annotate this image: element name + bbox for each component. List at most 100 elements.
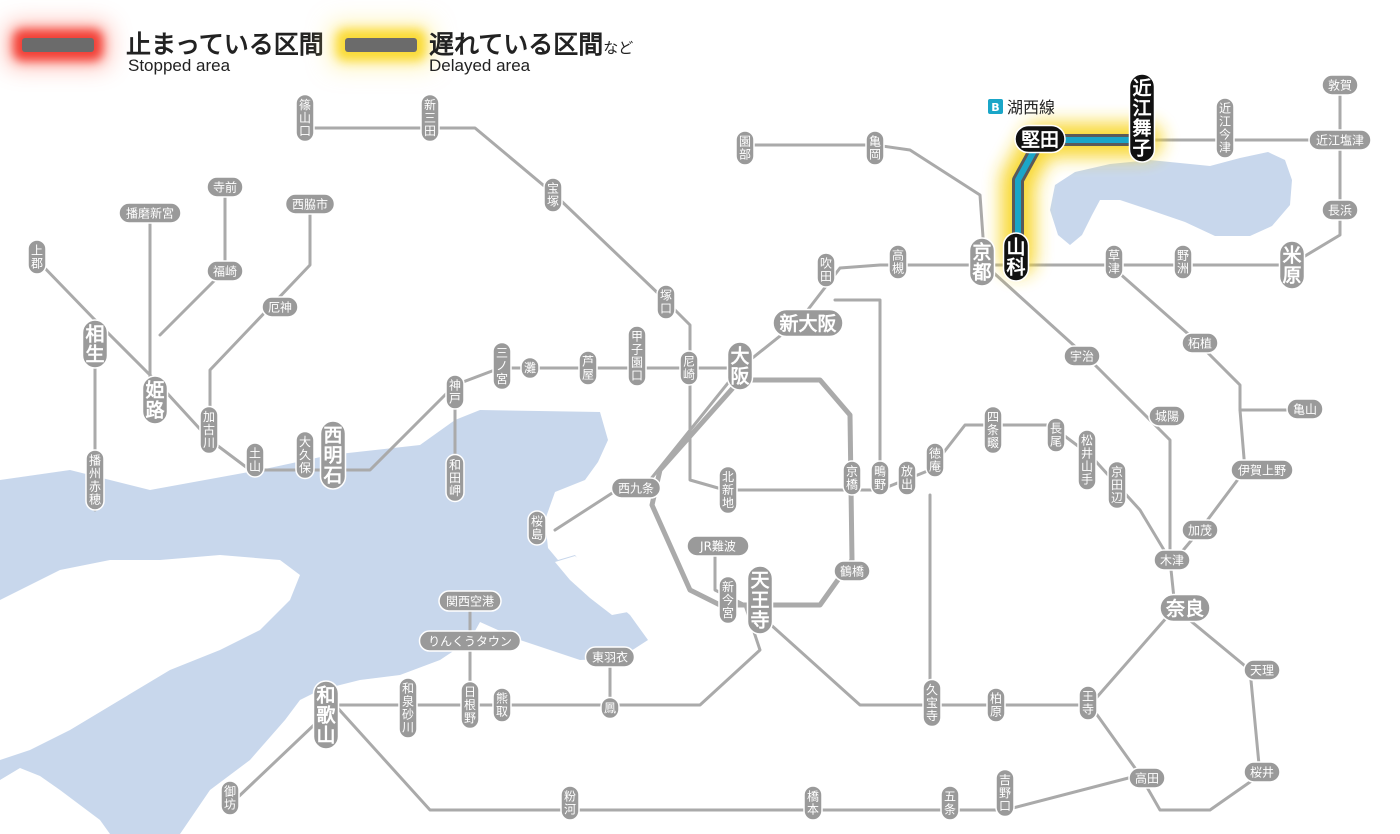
station-name: 鳳 xyxy=(604,701,616,715)
station-kashiwara[interactable]: 柏原 xyxy=(986,687,1006,723)
station-nishikujo[interactable]: 西九条 xyxy=(610,477,662,499)
station-kumatori[interactable]: 熊取 xyxy=(492,687,512,723)
station-osaka[interactable]: 大阪 xyxy=(726,341,754,391)
station-sakurai[interactable]: 桜井 xyxy=(1243,761,1281,783)
station-takada[interactable]: 高田 xyxy=(1128,767,1166,789)
station-fukusaki[interactable]: 福崎 xyxy=(206,260,244,282)
station-wakayama[interactable]: 和歌山 xyxy=(312,680,340,750)
station-tsukaguchi[interactable]: 塚口 xyxy=(656,284,676,320)
station-pill xyxy=(718,575,738,625)
station-iga[interactable]: 伊賀上野 xyxy=(1230,459,1294,481)
station-kyotanabe[interactable]: 京田辺 xyxy=(1107,460,1127,510)
station-shinsanda[interactable]: 新三田 xyxy=(420,93,440,143)
station-yasu[interactable]: 野洲 xyxy=(1173,244,1193,280)
station-omiimazu[interactable]: 近江今津 xyxy=(1215,97,1235,159)
station-tennoji[interactable]: 天王寺 xyxy=(746,565,774,635)
station-himeji[interactable]: 姫路 xyxy=(141,375,169,425)
station-nara[interactable]: 奈良 xyxy=(1159,593,1211,623)
station-shinimamiya[interactable]: 新今宮 xyxy=(718,575,738,625)
station-nada[interactable]: 灘 xyxy=(520,356,540,380)
station-kitashinchi[interactable]: 北新地 xyxy=(718,465,738,515)
station-sannomiya[interactable]: 三ノ宮 xyxy=(492,341,512,391)
station-kyuhoji[interactable]: 久宝寺 xyxy=(922,678,942,728)
station-pill xyxy=(199,405,219,455)
station-hanaten[interactable]: 放出 xyxy=(897,460,917,496)
station-sasayamaguchi[interactable]: 篠山口 xyxy=(295,93,315,143)
station-tsuruhashi[interactable]: 鶴橋 xyxy=(833,560,871,582)
station-gobo[interactable]: 御坊 xyxy=(220,780,240,816)
station-kamo[interactable]: 加茂 xyxy=(1181,519,1219,541)
station-ashiya[interactable]: 芦屋 xyxy=(578,350,598,386)
station-kobe[interactable]: 神戸 xyxy=(445,374,465,410)
station-kyoto[interactable]: 京都 xyxy=(968,237,996,287)
station-hashimoto[interactable]: 橋本 xyxy=(803,785,823,821)
station-koshienguchi[interactable]: 甲子園口 xyxy=(627,325,647,387)
station-kizugawadai[interactable]: 松井山手 xyxy=(1077,429,1097,491)
station-kusatsu[interactable]: 草津 xyxy=(1104,244,1124,280)
station-kakogawa[interactable]: 加古川 xyxy=(199,405,219,455)
station-nishiakashi[interactable]: 西明石 xyxy=(319,420,347,490)
station-kameyama[interactable]: 亀山 xyxy=(1286,398,1324,420)
station-takatsuki[interactable]: 高槻 xyxy=(888,244,908,280)
station-yamashina[interactable]: 山科 xyxy=(1002,232,1030,282)
station-shijonawate[interactable]: 四条畷 xyxy=(983,405,1003,455)
station-pill xyxy=(1148,405,1186,427)
station-wadamisaki[interactable]: 和田岬 xyxy=(445,453,465,503)
station-nishiwakishi[interactable]: 西脇市 xyxy=(284,193,336,215)
station-takarazuka[interactable]: 宝塚 xyxy=(543,177,563,213)
station-otori[interactable]: 鳳 xyxy=(600,696,620,720)
station-kizu[interactable]: 木津 xyxy=(1153,549,1191,571)
station-higashihagoromo[interactable]: 東羽衣 xyxy=(584,646,636,668)
station-tsuruga[interactable]: 敦賀 xyxy=(1321,74,1359,96)
station-hineno[interactable]: 日根野 xyxy=(460,680,480,730)
station-shinosaka[interactable]: 新大阪 xyxy=(772,308,844,338)
station-yoshinoguchi[interactable]: 吉野口 xyxy=(995,768,1015,818)
station-uji[interactable]: 宇治 xyxy=(1063,345,1101,367)
station-terasaki[interactable]: 寺前 xyxy=(206,176,244,198)
station-pill xyxy=(627,325,647,387)
station-name: 新三田 xyxy=(424,97,436,138)
rail-line-2 xyxy=(743,143,987,267)
station-aioi[interactable]: 相生 xyxy=(81,319,109,369)
station-konakawa[interactable]: 粉河 xyxy=(560,785,580,821)
station-rinku[interactable]: りんくうタウン xyxy=(418,630,522,652)
station-nagao[interactable]: 長尾 xyxy=(1046,417,1066,453)
station-suita[interactable]: 吹田 xyxy=(816,252,836,288)
station-pill xyxy=(1077,429,1097,491)
station-name: 亀山 xyxy=(1293,402,1317,416)
station-gojo[interactable]: 五条 xyxy=(940,785,960,821)
station-nagahama[interactable]: 長浜 xyxy=(1321,199,1359,221)
station-okubo[interactable]: 大久保 xyxy=(295,430,315,480)
station-kameoka[interactable]: 亀岡 xyxy=(865,130,885,166)
station-name: 亀岡 xyxy=(869,135,881,162)
station-pill xyxy=(398,677,418,739)
station-amagasaki[interactable]: 尼崎 xyxy=(679,350,699,386)
station-jrnamba[interactable]: JR難波 xyxy=(686,535,750,557)
station-banshuako[interactable]: 播州赤穂 xyxy=(85,449,105,511)
station-omimaiko[interactable]: 近江舞子 xyxy=(1128,73,1156,163)
station-joyo[interactable]: 城陽 xyxy=(1148,405,1186,427)
station-tenri[interactable]: 天理 xyxy=(1243,659,1281,681)
station-maibara[interactable]: 米原 xyxy=(1278,240,1306,290)
station-pill xyxy=(1128,767,1166,789)
station-kansaiairport[interactable]: 関西空港 xyxy=(438,590,502,612)
station-sonobe[interactable]: 園部 xyxy=(735,130,755,166)
station-omishiotsu[interactable]: 近江塩津 xyxy=(1308,129,1372,151)
station-sakurajima[interactable]: 桜島 xyxy=(527,510,547,546)
station-kyobashi[interactable]: 京橋 xyxy=(842,460,862,496)
station-kamigori[interactable]: 上郡 xyxy=(27,239,47,275)
station-harimashingu[interactable]: 播磨新宮 xyxy=(118,202,182,224)
station-yakujin[interactable]: 厄神 xyxy=(261,296,299,318)
station-name: 奈良 xyxy=(1165,597,1204,620)
station-tsuge[interactable]: 柘植 xyxy=(1181,332,1219,354)
station-tsuchiyama[interactable]: 土山 xyxy=(245,442,265,478)
station-izumisunagawa[interactable]: 和泉砂川 xyxy=(398,677,418,739)
station-katata[interactable]: 堅田 xyxy=(1014,124,1066,154)
station-shigino[interactable]: 鴫野 xyxy=(870,460,890,496)
station-oji[interactable]: 王寺 xyxy=(1078,685,1098,721)
station-pill xyxy=(600,696,620,720)
station-pill xyxy=(925,442,945,478)
station-tokuan[interactable]: 徳庵 xyxy=(925,442,945,478)
station-name: 桜井 xyxy=(1250,765,1274,779)
legend-delayed: 遅れている区間など Delayed area xyxy=(345,22,685,75)
